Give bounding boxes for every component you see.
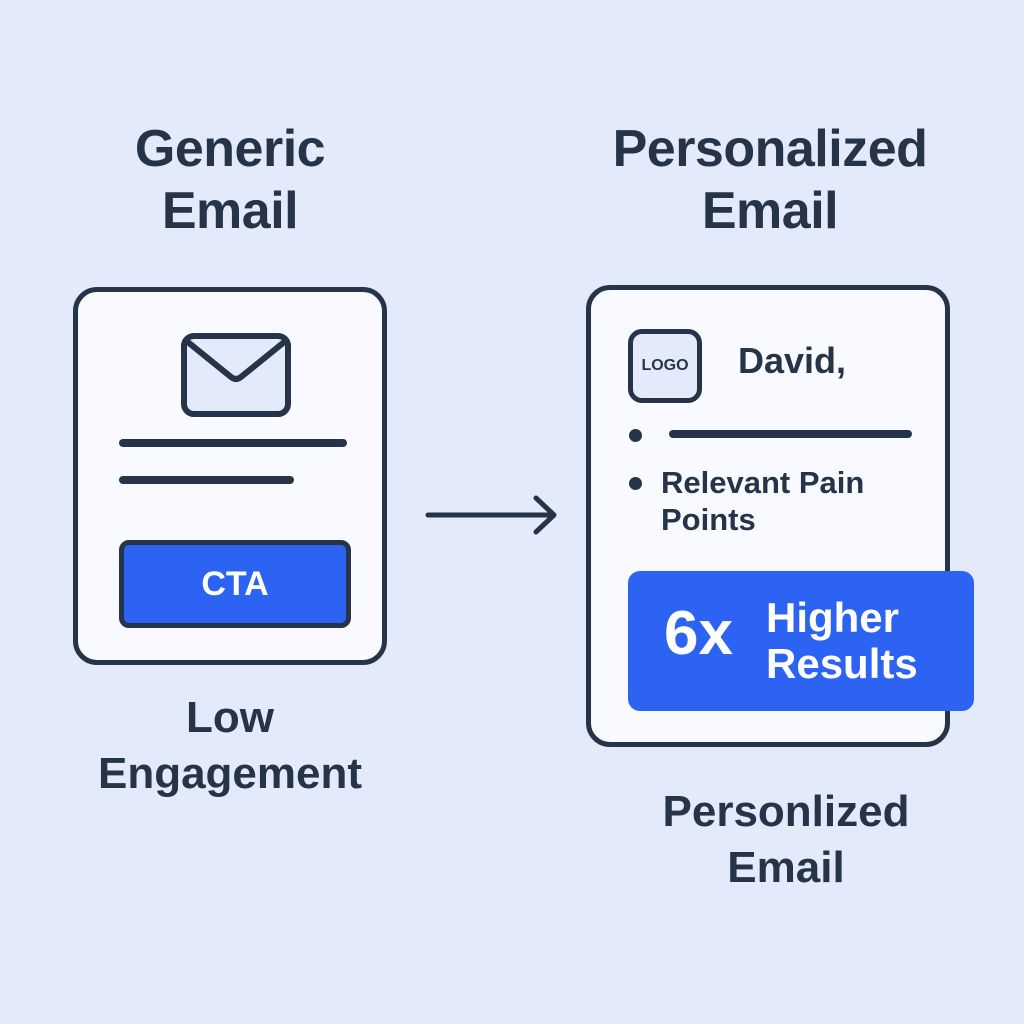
title-line: Email (161, 182, 299, 240)
badge-text-line: Higher (766, 594, 900, 641)
logo-placeholder: LOGO (628, 329, 702, 403)
cta-button[interactable]: CTA (119, 540, 351, 628)
bullet-text-line: Relevant Pain (661, 465, 865, 500)
title-line: Email (701, 182, 839, 240)
bullet-dot (629, 477, 642, 490)
personalized-caption: Personlized Email (586, 784, 986, 896)
caption-line: Personlized (662, 787, 910, 836)
generic-email-card: CTA (73, 287, 387, 665)
badge-text: Higher Results (766, 595, 918, 687)
arrow-right-icon (425, 495, 557, 535)
text-placeholder-line (119, 439, 347, 447)
greeting-text: David, (738, 340, 847, 381)
envelope-icon (181, 333, 291, 417)
results-badge: 6x Higher Results (628, 571, 974, 711)
title-line: Generic (134, 120, 326, 178)
text-placeholder-line (119, 476, 294, 484)
caption-line: Engagement (97, 749, 363, 798)
title-line: Personalized (612, 120, 928, 178)
caption-line: Email (727, 843, 845, 892)
text-placeholder-line (669, 430, 912, 438)
personalized-email-title: Personalized Email (560, 118, 980, 242)
low-engagement-caption: Low Engagement (60, 690, 400, 802)
bullet-dot (629, 429, 642, 442)
caption-line: Low (186, 693, 274, 742)
badge-text-line: Results (766, 640, 918, 687)
generic-email-title: Generic Email (60, 118, 400, 242)
badge-multiplier: 6x (664, 599, 733, 668)
bullet-text-line: Points (661, 502, 756, 537)
pain-points-text: Relevant Pain Points (661, 464, 864, 538)
